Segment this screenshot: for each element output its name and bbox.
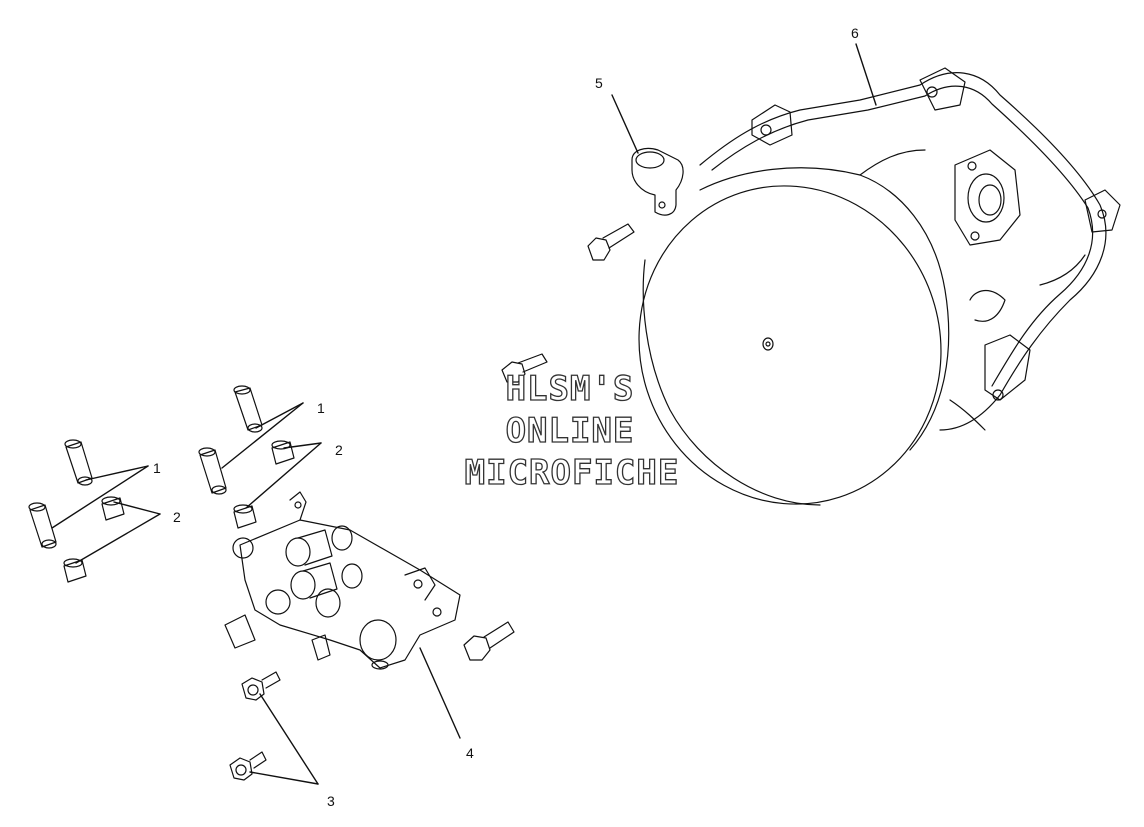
watermark-line-3: MICROFICHE <box>464 453 680 493</box>
callout-1-upper: 1 <box>317 400 325 416</box>
bushings <box>63 440 295 583</box>
callout-1-lower: 1 <box>153 460 161 476</box>
cover-bolt-middle <box>501 353 548 383</box>
callout-6: 6 <box>851 25 859 41</box>
stator-assembly <box>224 491 461 670</box>
leader-lines <box>51 43 877 785</box>
stator-cover <box>638 67 1121 506</box>
screws <box>229 671 281 781</box>
watermark-line-1: HLSM'S <box>505 369 635 409</box>
stator-bolt <box>463 621 515 661</box>
watermark-line-2: ONLINE <box>505 411 635 451</box>
callout-4: 4 <box>466 745 474 761</box>
callout-2-upper: 2 <box>335 442 343 458</box>
wire-clamp <box>631 147 684 216</box>
cover-bolt-upper <box>587 223 635 261</box>
callout-5: 5 <box>595 75 603 91</box>
callout-2-lower: 2 <box>173 509 181 525</box>
dowel-pins <box>28 385 263 549</box>
callout-3: 3 <box>327 793 335 809</box>
